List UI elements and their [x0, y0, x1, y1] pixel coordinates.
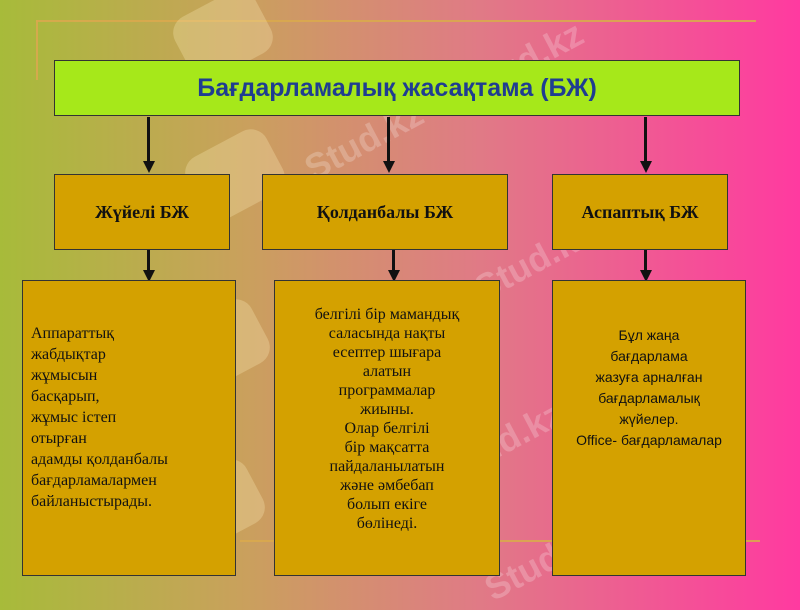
category-tool-software: Аспаптық БЖ [552, 174, 728, 250]
description-line: отырған [31, 430, 87, 447]
description-line: Office- бағдарламалар [576, 432, 722, 448]
description-line: жұмыс істеп [31, 409, 117, 426]
description-line: бір мақсатта [344, 439, 430, 456]
description-line: басқарып, [31, 388, 100, 405]
description-system-software: Аппараттық жабдықтар жұмысын басқарып, ж… [22, 280, 236, 576]
description-line: Аппараттық [31, 325, 114, 342]
description-line: адамды қолданбалы [31, 451, 168, 468]
description-line: бағдарлама [610, 348, 688, 364]
description-line: алатын [362, 363, 412, 380]
description-line: Бұл жаңа [618, 327, 680, 343]
decor-line-top [36, 20, 756, 22]
decor-line-bottom [240, 540, 760, 542]
description-line: Олар белгілі [344, 420, 430, 437]
description-line: саласында нақты [328, 325, 446, 342]
description-application-software: белгілі бір мамандық саласында нақты есе… [274, 280, 500, 576]
description-line: болып екіге [347, 496, 427, 513]
description-line: жабдықтар [31, 346, 106, 363]
description-line: бағдарламалармен [31, 472, 157, 489]
decor-line-left [36, 20, 38, 80]
diagram-title: Бағдарламалық жасақтама (БЖ) [54, 60, 740, 116]
description-line: бөлінеді. [356, 515, 418, 532]
category-system-software: Жүйелі БЖ [54, 174, 230, 250]
description-line: жүйелер. [619, 411, 679, 427]
description-line: бағдарламалық [598, 390, 700, 406]
description-tool-software: Бұл жаңа бағдарлама жазуға арналған бағд… [552, 280, 746, 576]
description-line: белгілі бір мамандық [314, 306, 460, 323]
description-line: жиыны. [360, 401, 414, 418]
description-line: және әмбебап [340, 477, 434, 494]
description-line: жұмысын [31, 367, 98, 384]
description-line: жазуға арналған [595, 369, 703, 385]
description-line: байланыстырады. [31, 493, 153, 510]
category-application-software: Қолданбалы БЖ [262, 174, 508, 250]
description-line: есептер шығара [332, 344, 442, 361]
description-line: пайдаланылатын [329, 458, 445, 475]
description-line: программалар [338, 382, 436, 399]
